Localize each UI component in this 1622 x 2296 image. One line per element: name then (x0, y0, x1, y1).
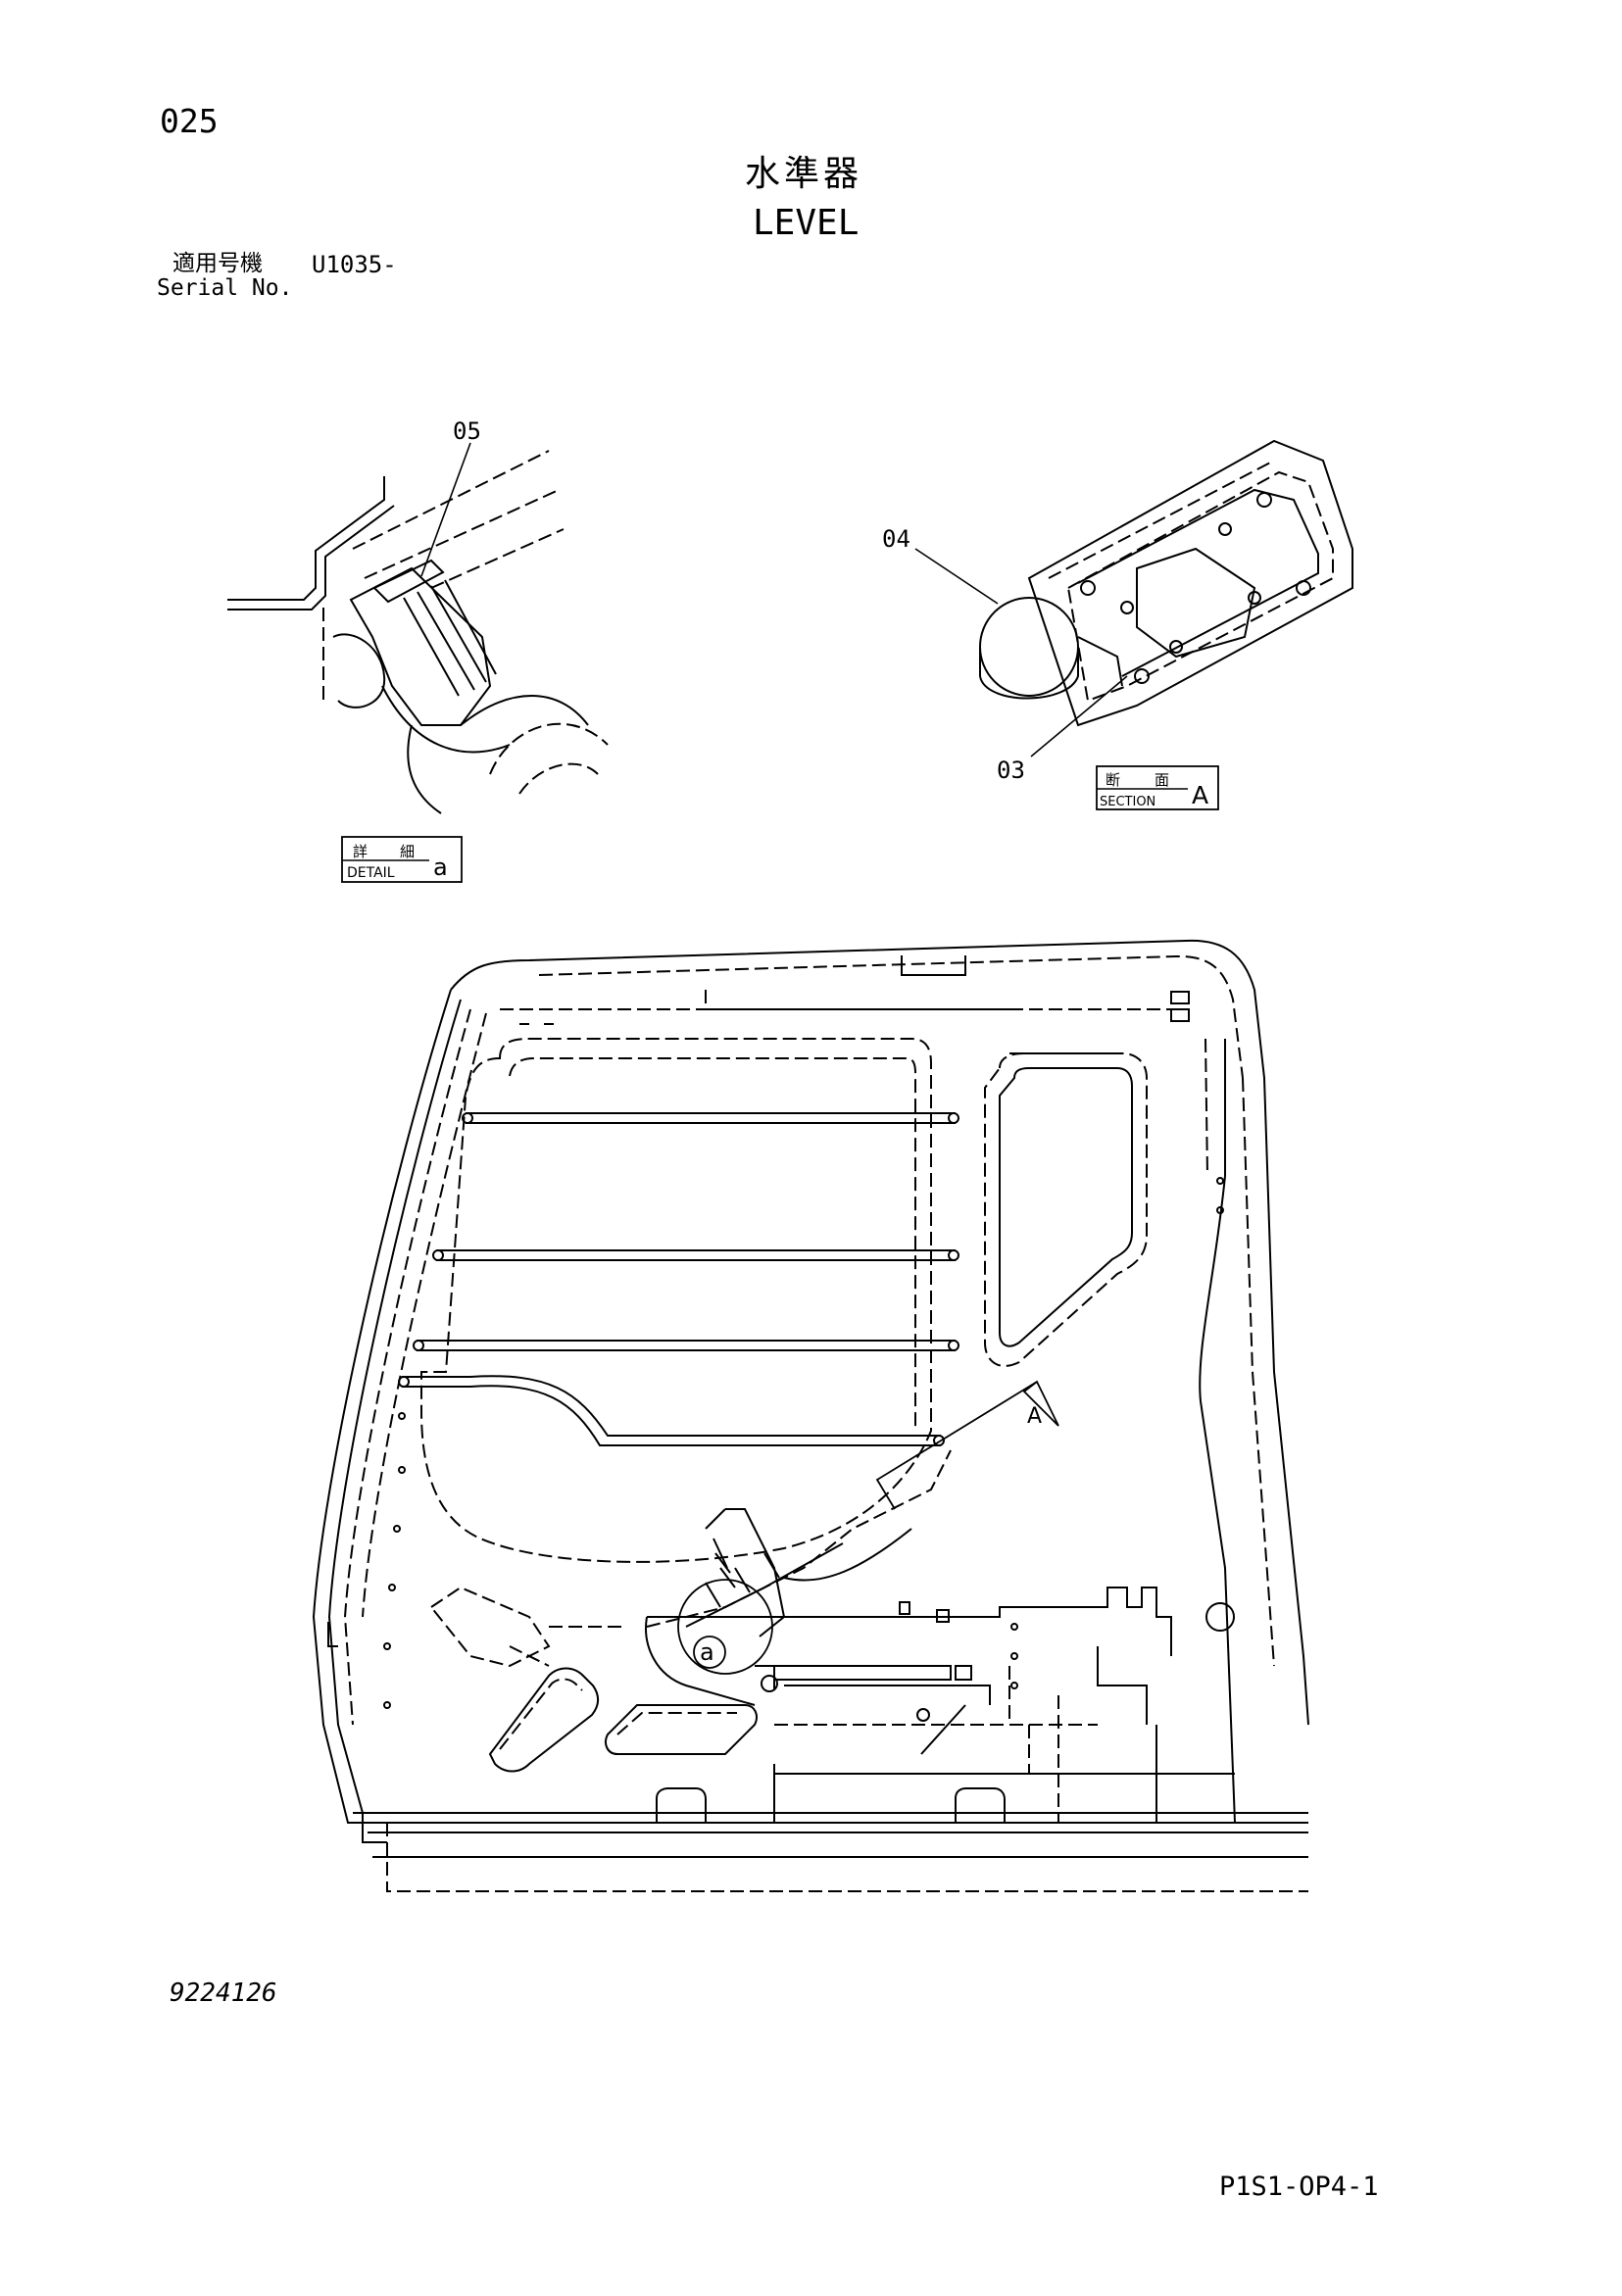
callout-05: 05 (453, 417, 481, 445)
callout-04: 04 (882, 525, 910, 553)
drawing-number: 9224126 (170, 1978, 277, 2008)
detail-letter: a (433, 854, 448, 881)
serial-value: U1035- (312, 251, 397, 278)
detail-ja-1: 詳 (353, 843, 368, 860)
detail-marker-letter: a (700, 1638, 714, 1666)
section-cut-marker: A (875, 1380, 1059, 1510)
horizontal-rods (398, 1112, 959, 1446)
title-japanese: 水準器 (745, 154, 863, 194)
callout-03: 03 (997, 757, 1025, 784)
section-ja-1: 断 (1106, 771, 1120, 789)
detail-a-view: 05 (227, 417, 609, 814)
section-a-view: 04 03 (882, 439, 1353, 784)
detail-label-box: 詳 細 DETAIL a (341, 836, 463, 883)
section-ja-2: 面 (1155, 771, 1169, 789)
detail-ja-2: 細 (400, 843, 415, 860)
title-english: LEVEL (753, 203, 860, 243)
section-label-box: 断 面 SECTION A (1096, 765, 1219, 810)
serial-label-english: Serial No. (157, 275, 293, 301)
detail-en: DETAIL (347, 865, 395, 881)
serial-label-japanese: 適用号機 (172, 251, 263, 276)
page-number: 025 (160, 102, 219, 140)
section-en: SECTION (1100, 795, 1155, 809)
section-letter: A (1192, 781, 1208, 809)
main-door-view: A a (312, 939, 1309, 1892)
page-code: P1S1-OP4-1 (1219, 2172, 1379, 2202)
section-marker-letter: A (1027, 1404, 1042, 1429)
